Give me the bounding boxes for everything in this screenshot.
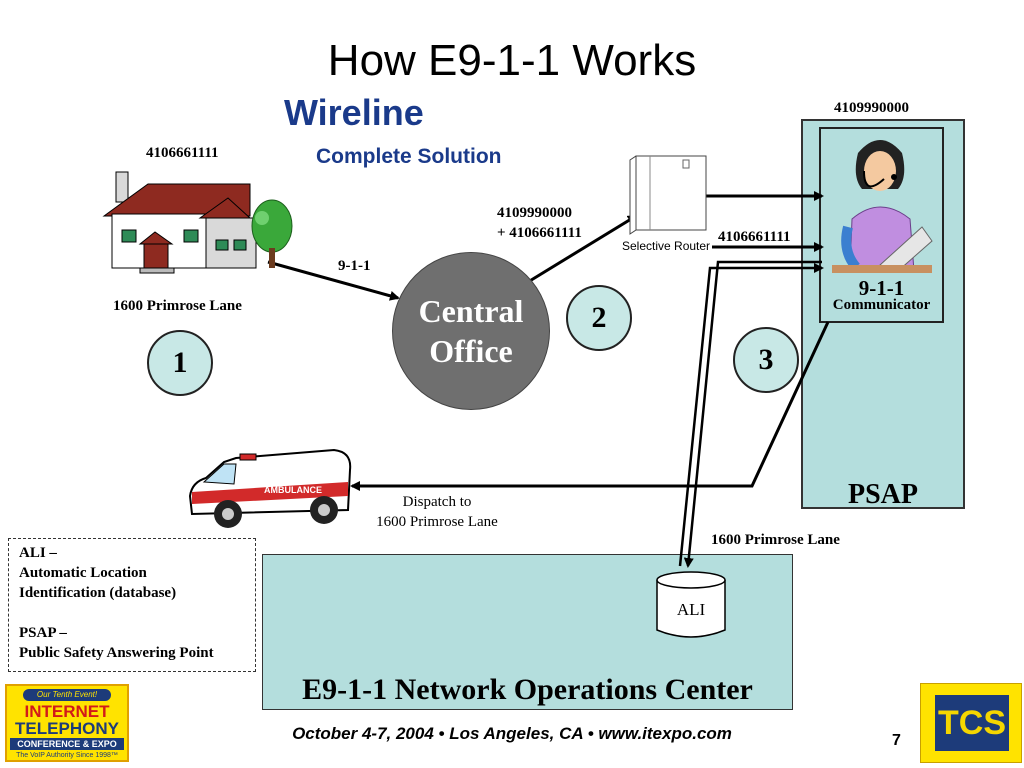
- noc-label: E9-1-1 Network Operations Center: [302, 673, 753, 706]
- glossary-box: ALI – Automatic Location Identification …: [8, 538, 256, 672]
- central-office-line2: Office: [429, 333, 513, 369]
- step-1-badge: 1: [147, 330, 213, 396]
- communicator-title: 9-1-1: [858, 276, 905, 300]
- psap-label: PSAP: [848, 479, 918, 510]
- glossary-psap-term: PSAP –: [19, 625, 67, 641]
- logo-line1: INTERNET: [24, 702, 110, 721]
- co-router-arrow: [527, 214, 638, 284]
- glossary-ali-def2: Identification (database): [19, 585, 177, 601]
- house-icon: [102, 171, 293, 274]
- itexpo-logo: Our Tenth Event! INTERNET TELEPHONY CONF…: [5, 684, 129, 762]
- step-3-badge: 3: [733, 327, 799, 393]
- communicator-subtitle: Communicator: [832, 297, 931, 313]
- glossary-psap-def: Public Safety Answering Point: [19, 645, 214, 661]
- logo-line3: CONFERENCE & EXPO: [10, 738, 124, 750]
- footer-text: October 4-7, 2004 • Los Angeles, CA • ww…: [292, 724, 732, 743]
- central-office: Central Office: [392, 252, 550, 410]
- psap-number: 4109990000: [834, 100, 909, 116]
- glossary-ali-term: ALI –: [19, 545, 57, 561]
- communicator-box: [819, 127, 944, 323]
- dispatch-line: [350, 321, 830, 491]
- logo-line4: The VoIP Authority Since 1998™: [16, 752, 118, 759]
- ani-number: 4106661111: [718, 229, 791, 245]
- ali-query-line: [683, 260, 822, 568]
- logo-line2: TELEPHONY: [15, 719, 119, 738]
- routing-number-1: 4109990000: [497, 205, 572, 221]
- call-arrow: [267, 260, 400, 301]
- database-icon: [656, 571, 726, 638]
- call-label: 9-1-1: [338, 258, 371, 274]
- tcs-logo-text: TCS: [935, 695, 1009, 751]
- house-number: 4106661111: [146, 145, 219, 161]
- ambulance-icon: AMBULANCE: [188, 448, 352, 528]
- logo-tagline: Our Tenth Event!: [23, 689, 111, 701]
- glossary-ali-def1: Automatic Location: [19, 565, 147, 581]
- dispatch-line2: 1600 Primrose Lane: [376, 514, 498, 530]
- call-taker-icon: [832, 140, 933, 273]
- ali-response-line: [678, 263, 824, 567]
- step-2-badge: 2: [566, 285, 632, 351]
- selective-router-icon: [629, 155, 707, 235]
- routing-number-2: + 4106661111: [497, 225, 582, 241]
- section-title: Wireline: [284, 92, 424, 133]
- page-number: 7: [892, 732, 901, 749]
- dispatch-line1: Dispatch to: [402, 494, 472, 510]
- slide-title: How E9-1-1 Works: [327, 36, 697, 85]
- central-office-line1: Central: [418, 293, 524, 329]
- selective-router-label: Selective Router: [622, 239, 711, 253]
- section-subtitle: Complete Solution: [316, 145, 502, 168]
- ali-response-address: 1600 Primrose Lane: [711, 532, 840, 548]
- ali-db-label: ALI: [676, 600, 706, 619]
- tcs-logo: TCS: [920, 683, 1022, 763]
- house-address: 1600 Primrose Lane: [113, 298, 242, 314]
- ambulance-text: AMBULANCE: [264, 485, 322, 495]
